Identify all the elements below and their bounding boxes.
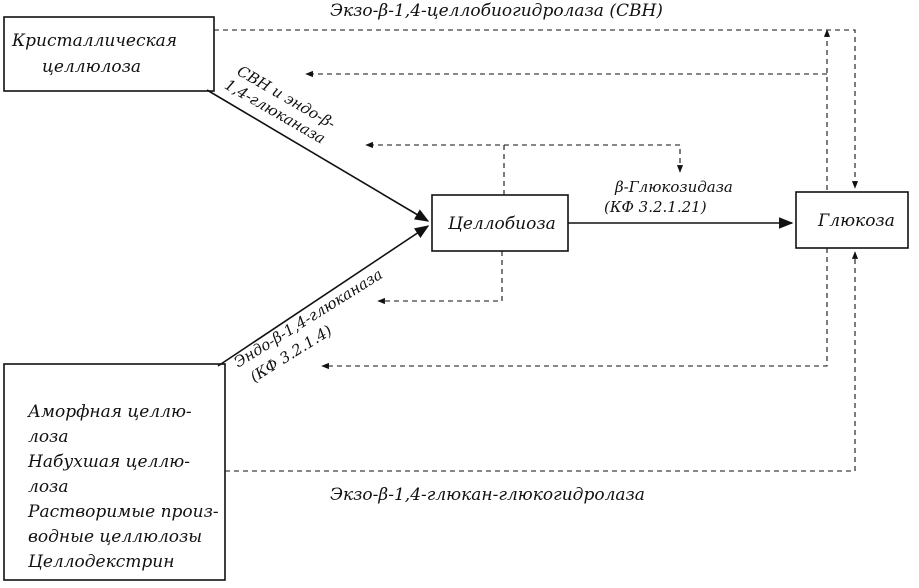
crystalline-to-cellobiose-arrow bbox=[206, 89, 430, 222]
upper-diag-label-group: CBH и эндо-β- 1,4-глюканаза bbox=[222, 62, 339, 148]
glucosidase-label-1: β-Глюкозидаза bbox=[614, 178, 733, 196]
glucose-box bbox=[795, 191, 909, 249]
amorphous-label-4: лоза bbox=[28, 477, 68, 497]
amorphous-label-2: лоза bbox=[28, 427, 68, 447]
amorphous-label-1: Аморфная целлю- bbox=[27, 402, 192, 422]
crystalline-label-1: Кристаллическая bbox=[11, 31, 177, 51]
bottom-dashed-path bbox=[225, 251, 859, 472]
amorphous-to-cellobiose-arrow bbox=[217, 225, 430, 367]
glucosidase-label-2: (КФ 3.2.1.21) bbox=[604, 198, 707, 216]
cellobiose-feedback-lower bbox=[377, 251, 503, 305]
bottom-enzyme-label: Экзо-β-1,4-глюкан-глюкогидролаза bbox=[330, 485, 645, 505]
amorphous-label-6: водные целлюлозы bbox=[28, 527, 202, 547]
cellobiose-box bbox=[431, 194, 569, 252]
top-dashed-path bbox=[214, 29, 859, 189]
amorphous-label-3: Набухшая целлю- bbox=[27, 452, 190, 472]
cellobiose-feedback-glucosidase bbox=[504, 144, 684, 173]
amorphous-label-5: Растворимые произ- bbox=[27, 502, 219, 522]
top-enzyme-label: Экзо-β-1,4-целлобиогидролаза (CBH) bbox=[330, 1, 663, 21]
cellobiose-label: Целлобиоза bbox=[447, 214, 556, 234]
lower-diag-label-group: Эндо-β-1,4-глюканаза (КФ 3.2.1.4) bbox=[231, 265, 386, 386]
lower-diag-label-1: Эндо-β-1,4-глюканаза bbox=[231, 265, 386, 371]
amorphous-label-7: Целлодекстрин bbox=[27, 552, 174, 572]
glucose-feedback-lower bbox=[321, 248, 828, 370]
cellobiose-feedback-upper bbox=[365, 141, 505, 195]
glucose-label: Глюкоза bbox=[817, 211, 895, 231]
crystalline-cellulose-box bbox=[3, 16, 215, 92]
amorphous-cellulose-box bbox=[3, 363, 226, 581]
crystalline-label-2: целлюлоза bbox=[42, 57, 141, 77]
